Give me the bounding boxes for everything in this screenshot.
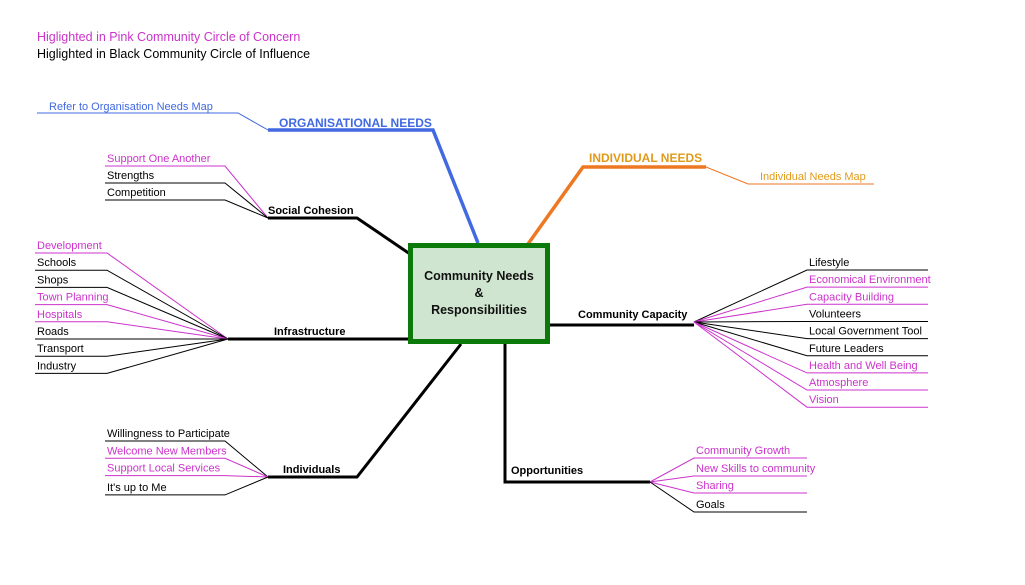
leaf-item: Industry [37, 360, 77, 372]
leaf-item: It's up to Me [107, 482, 167, 494]
leaf-connector [35, 252, 229, 340]
branch-label-social-cohesion: Social Cohesion [268, 205, 354, 217]
individuals-connector [268, 343, 463, 479]
leaf-connector [693, 321, 928, 391]
leaf-connector [693, 303, 928, 323]
leaf-item: Health and Well Being [809, 360, 918, 372]
leaf-item: Local Government Tool [809, 326, 922, 338]
leaf-connector [105, 476, 269, 496]
leaf-connector [649, 481, 807, 494]
leaf-item: Willingness to Participate [107, 428, 230, 440]
leaf-connector [35, 321, 229, 340]
leaf-connector [693, 321, 928, 357]
leaf-item: Transport [37, 343, 84, 355]
leaf-item: Lifestyle [809, 257, 849, 269]
leaf-item: Town Planning [37, 292, 109, 304]
leaf-connector [693, 321, 928, 408]
leaf-item: Goals [696, 499, 725, 511]
organisational-connector [268, 128, 480, 244]
leaf-connector [693, 269, 928, 323]
leaf-item: Volunteers [809, 308, 861, 320]
leaf-item: Shops [37, 274, 69, 286]
leaf-connector [105, 440, 269, 478]
leaf-item: Schools [37, 257, 77, 269]
leaf-connector [105, 165, 269, 219]
leaf-connector [649, 475, 807, 483]
individual-needs-label[interactable]: INDIVIDUAL NEEDS [589, 151, 702, 165]
leaf-connector [693, 286, 928, 323]
opportunities-connector [503, 344, 650, 484]
social-cohesion-connector [268, 216, 411, 256]
leaf-item: Community Growth [696, 445, 790, 457]
main-connectors [37, 112, 874, 484]
leaf-connector [693, 321, 928, 340]
leaf-item: Sharing [696, 480, 734, 492]
leaf-connector [693, 320, 928, 323]
branch-label-community-capacity: Community Capacity [578, 309, 688, 321]
branch-label-opportunities: Opportunities [511, 465, 583, 477]
leaf-connector [649, 457, 807, 483]
leaf-item: Support One Another [107, 153, 211, 165]
central-topic[interactable]: Community Needs & Responsibilities [408, 243, 550, 344]
legend-concern: Higlighted in Pink Community Circle of C… [37, 30, 301, 44]
leaf-item: Strengths [107, 170, 155, 182]
leaf-item: Roads [37, 326, 69, 338]
leaf-connector [105, 475, 269, 478]
branch-label-individuals: Individuals [283, 464, 340, 476]
leaf-item: Development [37, 240, 102, 252]
leaf-connector [35, 304, 229, 340]
leaf-connector [35, 338, 229, 357]
leaf-connector [35, 286, 229, 340]
leaf-item: Atmosphere [809, 377, 868, 389]
leaf-connector [649, 481, 807, 513]
leaf-connector [105, 182, 269, 219]
leaf-connector [693, 321, 928, 374]
central-topic-line-3: Responsibilities [431, 303, 527, 317]
leaf-item: Competition [107, 187, 166, 199]
leaf-connector [35, 269, 229, 340]
leaf-connector [35, 338, 229, 374]
organisation-needs-map-link[interactable]: Refer to Organisation Needs Map [49, 101, 213, 113]
organisational-link-connector [37, 112, 269, 131]
leaf-item: Hospitals [37, 309, 83, 321]
leaf-item: Welcome New Members [107, 445, 227, 457]
leaf-item: Future Leaders [809, 343, 884, 355]
central-topic-line-1: Community Needs [424, 269, 534, 283]
organisational-needs-label[interactable]: ORGANISATIONAL NEEDS [279, 116, 432, 130]
leaf-item: New Skills to community [696, 463, 816, 475]
leaf-item: Capacity Building [809, 291, 894, 303]
leaf-connector [105, 199, 269, 219]
individual-connector [526, 165, 706, 246]
central-topic-line-2: & [474, 286, 484, 300]
individual-link-connector [705, 166, 874, 185]
leaf-connectors: Support One AnotherStrengthsCompetitionD… [35, 153, 931, 513]
legend-influence: Higlighted in Black Community Circle of … [37, 47, 311, 61]
individual-needs-map-link[interactable]: Individual Needs Map [760, 171, 866, 183]
branch-label-infrastructure: Infrastructure [274, 326, 346, 338]
leaf-item: Economical Environment [809, 274, 931, 286]
leaf-item: Vision [809, 394, 839, 406]
leaf-connector [105, 457, 269, 478]
leaf-item: Support Local Services [107, 463, 221, 475]
